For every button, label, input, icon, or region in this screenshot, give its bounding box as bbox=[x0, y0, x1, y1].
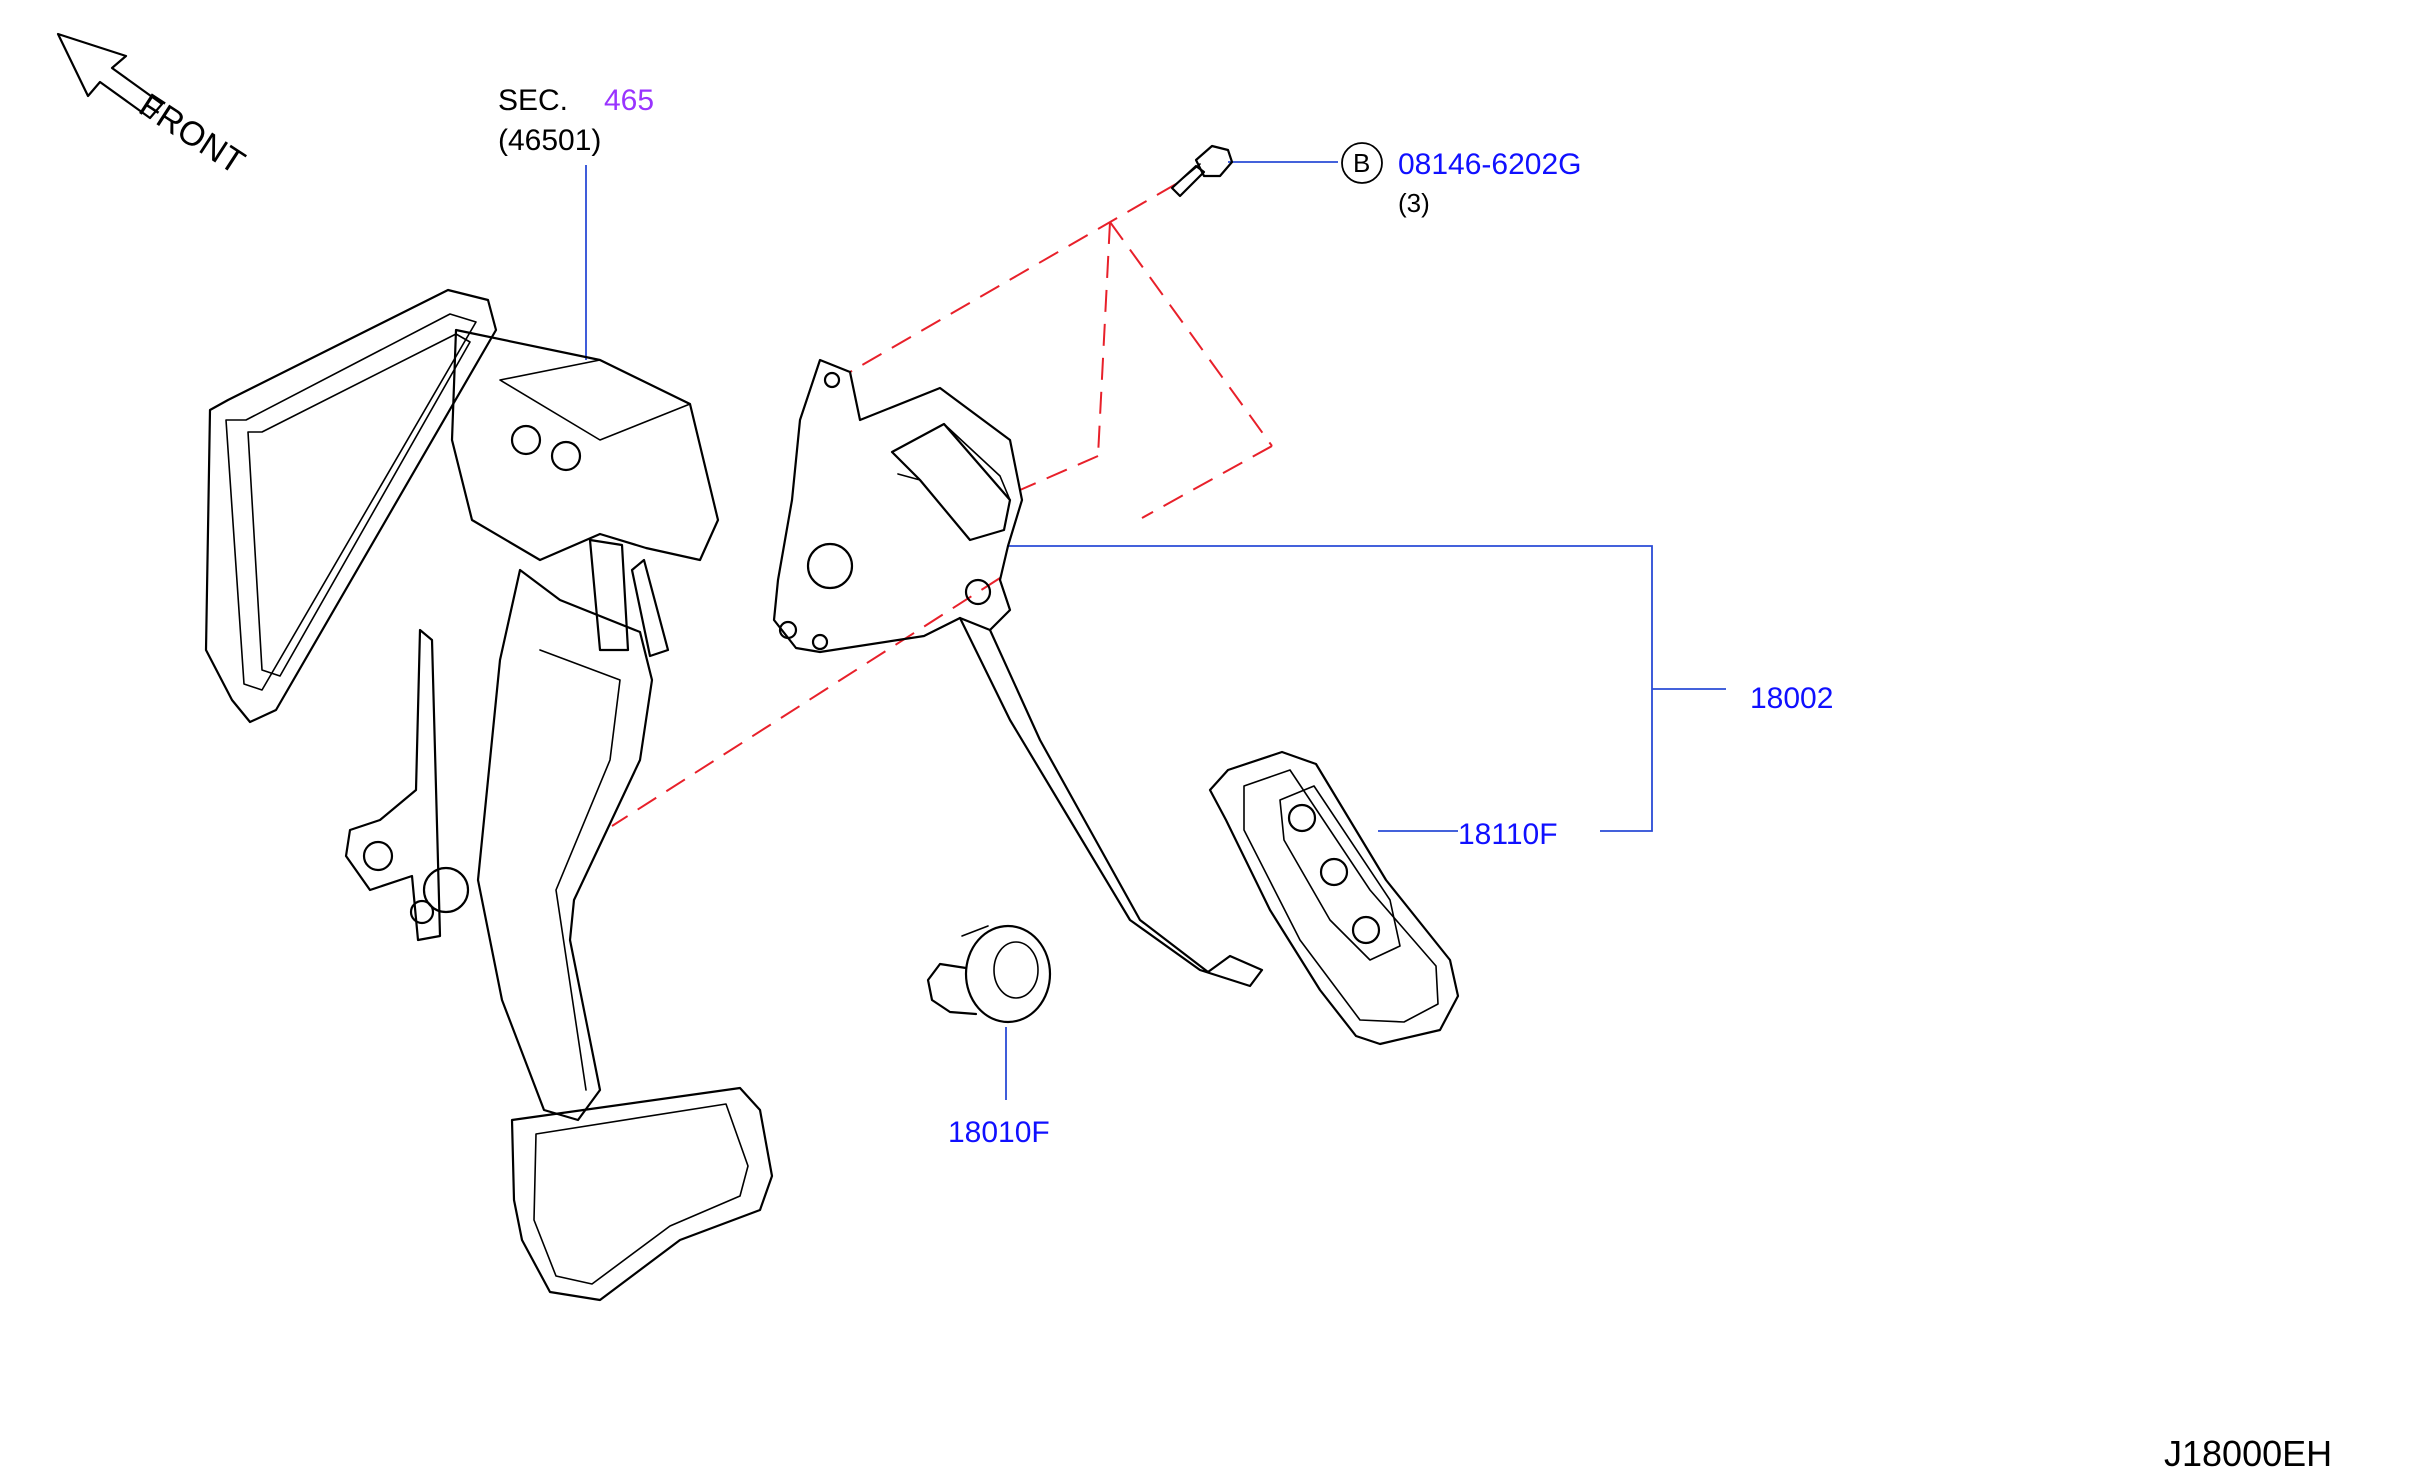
accelerator-pedal-assembly bbox=[772, 358, 1264, 988]
front-arrow-icon bbox=[56, 32, 164, 120]
bolt-symbol: B bbox=[1353, 148, 1371, 178]
stopper bbox=[926, 924, 1052, 1024]
bolt-quantity: (3) bbox=[1398, 188, 1430, 218]
pedal-pad-part-number[interactable]: 18110F bbox=[1458, 818, 1558, 851]
brake-pedal-assembly bbox=[204, 288, 774, 1302]
bolt-icon bbox=[1170, 144, 1234, 198]
section-sub-label: (46501) bbox=[498, 124, 602, 157]
bolt-part-number[interactable]: 08146-6202G bbox=[1398, 148, 1582, 181]
accel-assembly-part-number[interactable]: 18002 bbox=[1750, 682, 1834, 715]
pedal-pad bbox=[1208, 750, 1460, 1046]
assembly-dash-lines bbox=[611, 183, 1273, 827]
leader-lines bbox=[585, 161, 1726, 1100]
section-prefix: SEC. bbox=[498, 84, 569, 117]
drawing-id: J18000EH bbox=[2164, 1433, 2333, 1474]
section-number-link[interactable]: 465 bbox=[604, 84, 655, 117]
stopper-part-number[interactable]: 18010F bbox=[948, 1116, 1050, 1149]
bolt-symbol-circle bbox=[1341, 142, 1383, 184]
